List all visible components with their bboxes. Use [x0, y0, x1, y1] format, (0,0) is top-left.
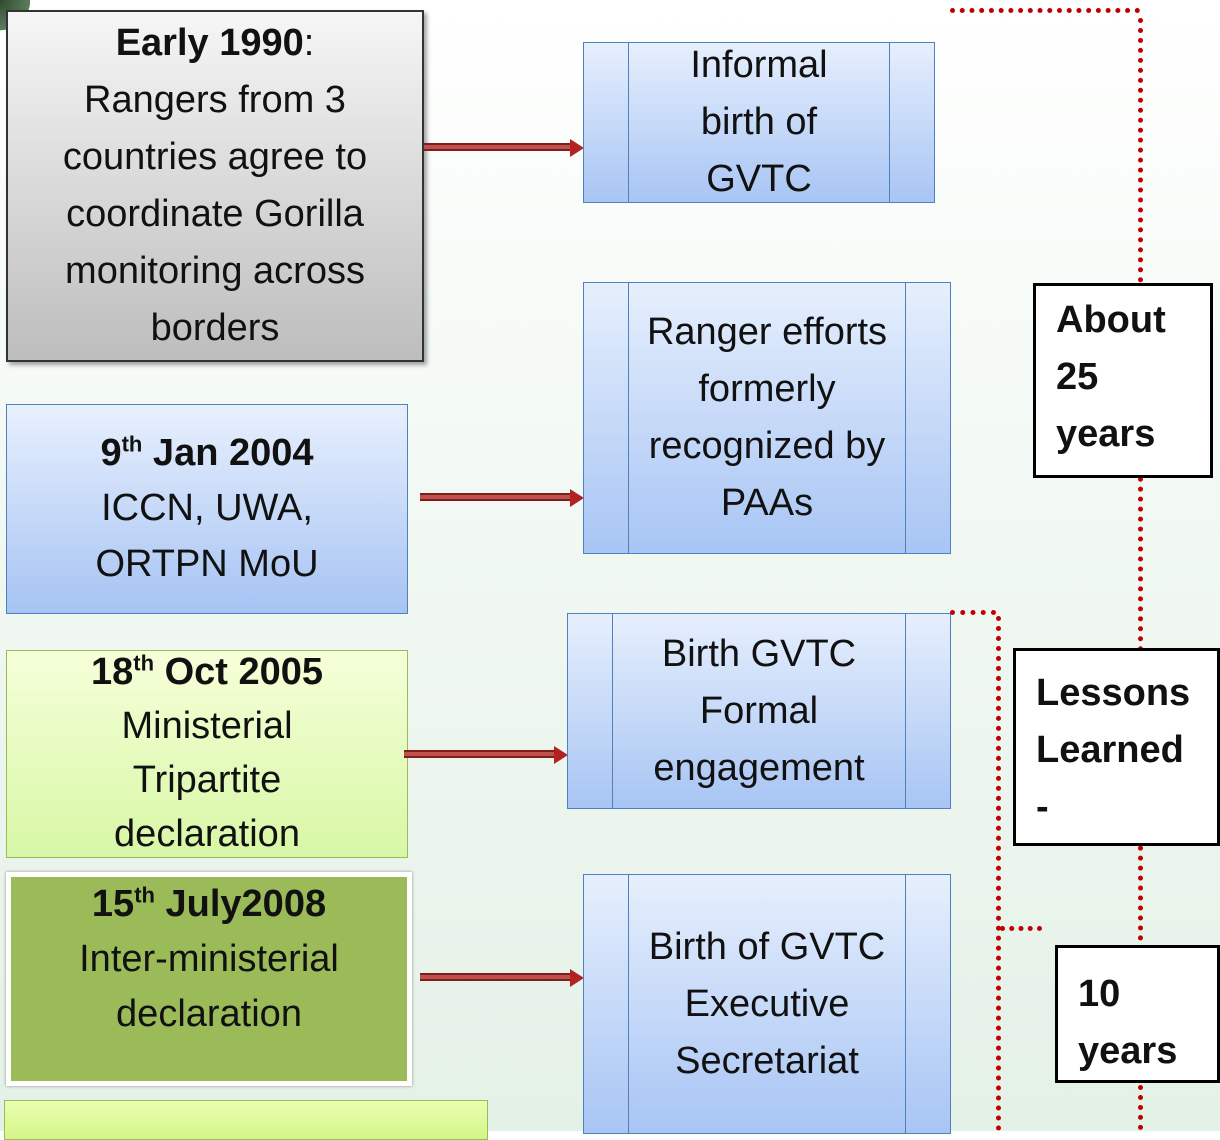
bracket-10-years-tick: [1000, 926, 1042, 931]
event-date: 18th Oct 2005: [90, 650, 324, 694]
outcome-box-2: Ranger efforts formerly recognized by PA…: [583, 282, 951, 554]
lessons-learned-label: Lessons Learned -: [1013, 648, 1220, 846]
event-box-2004: 9th Jan 2004 ICCN, UWA, ORTPN MoU: [6, 404, 408, 614]
event-text: ICCN, UWA, ORTPN MoU: [95, 487, 319, 585]
event-text: Ministerial Tripartite declaration: [114, 705, 300, 855]
event-box-2005: 18th Oct 2005 Ministerial Tripartite dec…: [6, 650, 408, 858]
arrow-3: [404, 746, 568, 764]
outcome-box-4: Birth of GVTC Executive Secretariat: [583, 874, 951, 1134]
ten-years-label: 10 years: [1055, 945, 1220, 1083]
timeline-top-bracket: [950, 8, 1140, 13]
timeline-main-line: [1138, 18, 1143, 1131]
bracket-10-years-line: [996, 616, 1001, 1131]
outcome-box-1: Informal birth of GVTC: [583, 42, 935, 203]
event-date: 9th Jan 2004: [100, 431, 314, 475]
partial-next-box: [4, 1100, 488, 1140]
bracket-10-years-top: [950, 610, 996, 615]
event-date: 15th July2008: [91, 882, 327, 925]
arrow-4: [420, 969, 584, 987]
about-25-years-label: About 25 years: [1033, 283, 1213, 478]
arrow-1: [424, 139, 584, 157]
event-text: Inter-ministerial declaration: [79, 938, 339, 1036]
event-text: Rangers from 3 countries agree to coordi…: [62, 79, 368, 349]
outcome-box-3: Birth GVTC Formal engagement: [567, 613, 951, 809]
event-box-1990: Early 1990: Rangers from 3 countries agr…: [6, 10, 424, 362]
event-date: Early 1990:: [115, 22, 315, 64]
arrow-2: [420, 489, 584, 507]
event-box-2008: 15th July2008 Inter-ministerial declarat…: [6, 872, 412, 1086]
